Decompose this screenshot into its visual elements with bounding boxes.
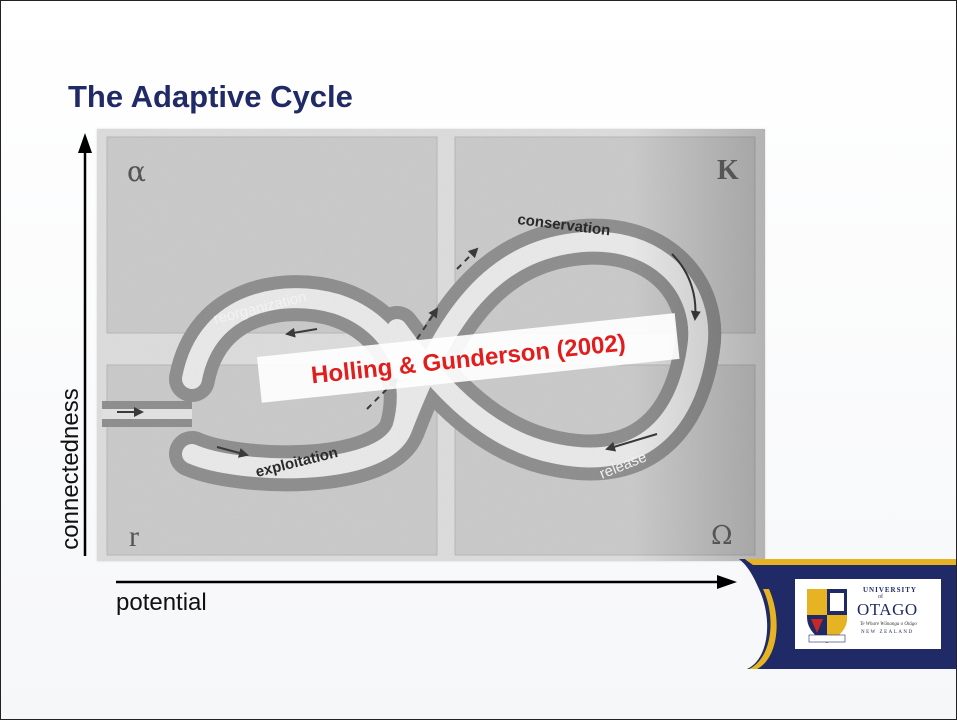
quadrant-label-r: r [129,520,139,553]
crest-icon [807,589,847,643]
university-logo: UNIVERSITY of OTAGO Te Whare Wānanga o O… [739,559,956,669]
logo-country-text: NEW ZEALAND [861,630,914,635]
y-axis-label: connectedness [57,388,84,550]
logo-motto-text: Te Whare Wānanga o Otāgo [860,622,917,627]
adaptive-cycle-diagram: α K r Ω reorganization conservation expl… [97,129,765,561]
logo-name-text: OTAGO [857,600,918,619]
quadrant-label-alpha: α [127,155,146,188]
x-axis-arrowhead [717,575,737,589]
logo-university-text: UNIVERSITY [863,586,917,594]
slide-title: The Adaptive Cycle [68,79,353,114]
quadrant-label-k: K [717,155,739,186]
y-axis-arrowhead [78,133,92,153]
quadrant-label-omega: Ω [711,521,733,551]
x-axis-label: potential [116,589,207,616]
logo-of-text: of [878,594,883,600]
logo-panel: UNIVERSITY of OTAGO Te Whare Wānanga o O… [795,579,941,649]
